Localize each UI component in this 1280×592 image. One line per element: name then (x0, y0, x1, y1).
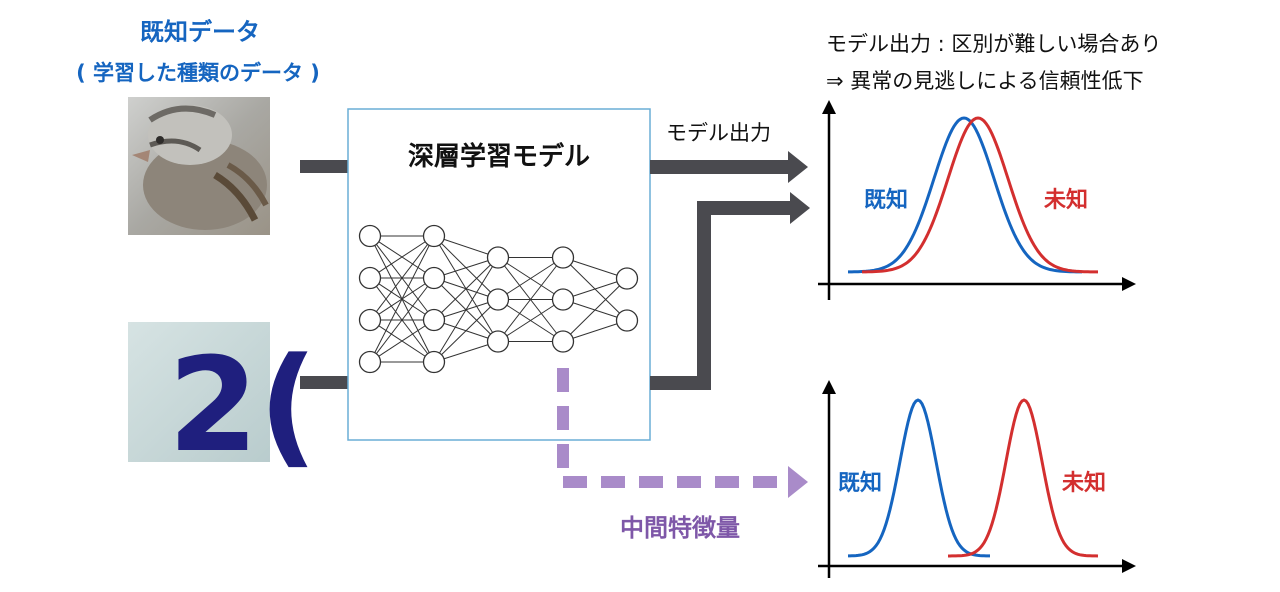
known-data-subtitle: ( 学習した種類のデータ ) (76, 61, 320, 85)
nn-connection (433, 257, 499, 363)
nn-neuron (551, 330, 575, 353)
top-plot-y-axis-arrow (822, 100, 836, 114)
nn-connection (433, 235, 499, 258)
nn-neuron (615, 309, 639, 332)
nn-connection (497, 257, 564, 300)
nn-neuron (615, 267, 639, 290)
caption-line1: モデル出力 : 区別が難しい場合あり (826, 32, 1161, 56)
known-data-title: 既知データ (140, 18, 260, 46)
nn-neuron (422, 350, 446, 374)
nn-connection (497, 257, 564, 342)
feature-arrow-head (788, 466, 808, 498)
model-title: 深層学習モデル (408, 141, 590, 172)
nn-connection (369, 235, 435, 321)
feature-arrow-path (557, 368, 790, 488)
nn-connection (433, 257, 499, 279)
top-plot-known-label: 既知 (864, 187, 908, 213)
bird-photo (128, 97, 270, 235)
nn-connection (433, 341, 499, 363)
nn-connection (433, 257, 499, 321)
nn-neuron (486, 330, 510, 353)
nn-connection (497, 299, 564, 342)
top-plot: 既知 未知 (818, 100, 1136, 300)
nn-connection (433, 299, 499, 363)
bottom-plot-unknown-curve (948, 398, 1099, 558)
input-connector-bottom (300, 376, 348, 389)
nn-connection (562, 257, 628, 279)
nn-neuron (422, 224, 446, 248)
bottom-plot-known-curve (848, 398, 990, 558)
output-arrow-bottom-head (790, 192, 810, 224)
intermediate-features-label: 中間特徴量 (620, 514, 740, 542)
neural-network (358, 224, 639, 374)
nn-neuron (358, 266, 382, 290)
output-arrow-top-head (788, 151, 808, 183)
caption-line2: ⇒ 異常の見逃しによる信頼性低下 (826, 69, 1144, 93)
bottom-plot-unknown-label: 未知 (1062, 470, 1106, 496)
top-plot-known-curve (848, 116, 1082, 274)
input-connector-top (300, 160, 348, 173)
nn-connection (562, 320, 628, 342)
bottom-plot-known-label: 既知 (838, 470, 882, 496)
nn-neuron (486, 288, 510, 311)
output-arrow-top-shaft (650, 160, 790, 174)
nn-neuron (422, 266, 446, 290)
nn-neuron (422, 308, 446, 332)
model-box (347, 108, 651, 441)
top-plot-x-axis-arrow (1122, 277, 1136, 291)
nn-neuron (358, 308, 382, 332)
output-arrow-bottom-path (650, 201, 792, 390)
top-plot-unknown-label: 未知 (1044, 187, 1088, 213)
nn-connection (369, 235, 435, 279)
nn-neuron (486, 246, 510, 269)
nn-connection (369, 319, 435, 363)
digits-text: 2( (168, 329, 318, 481)
nn-connection (562, 278, 628, 300)
nn-neuron (551, 288, 575, 311)
nn-connection (369, 277, 435, 363)
model-output-label: モデル出力 (666, 121, 771, 145)
bottom-plot-x-axis-arrow (1122, 559, 1136, 573)
nn-neuron (358, 350, 382, 374)
bottom-plot-y-axis-arrow (822, 380, 836, 394)
nn-neuron (551, 246, 575, 269)
top-plot-unknown-curve (862, 116, 1098, 274)
nn-connection (562, 278, 628, 342)
nn-neuron (358, 224, 382, 248)
digits-photo: 2( (128, 322, 318, 481)
bottom-plot: 既知 未知 (818, 380, 1136, 578)
nn-connection (369, 235, 435, 363)
